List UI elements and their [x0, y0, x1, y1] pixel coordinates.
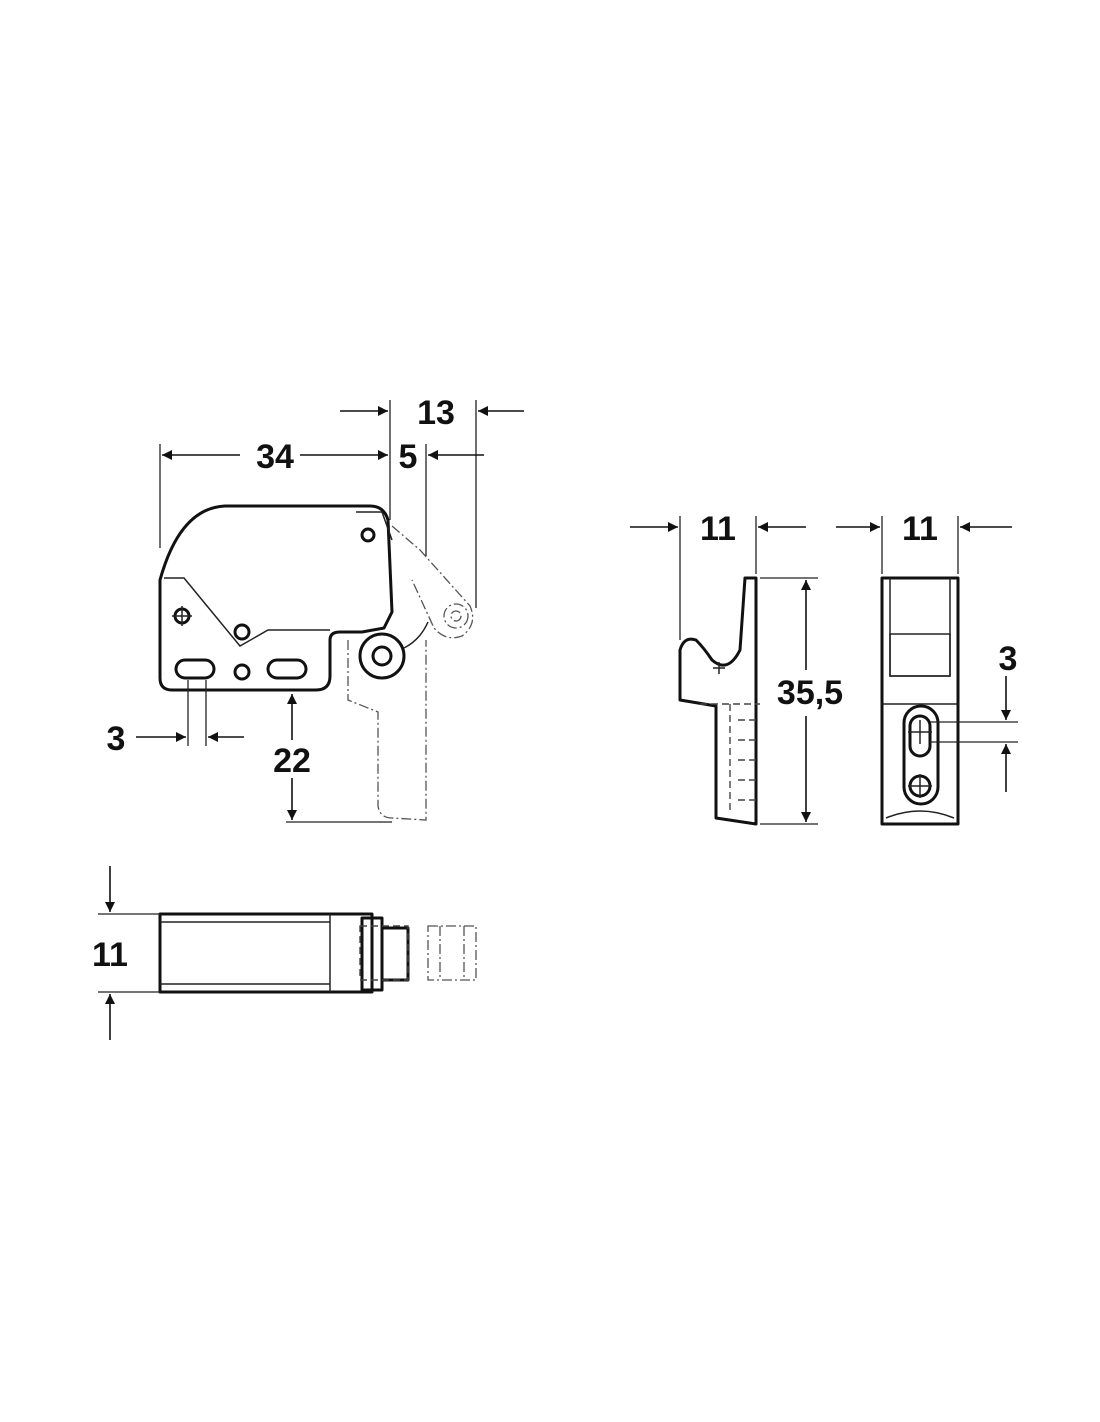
dimension-label-strike-front: 11 — [902, 510, 938, 548]
strike-phantom — [347, 640, 427, 821]
mounting-slot — [266, 658, 308, 680]
latch-body-plan — [158, 912, 374, 994]
dimension-label-length: 34 — [256, 438, 294, 476]
latch-housing — [158, 504, 394, 692]
strike-side-body — [678, 576, 758, 826]
latch-side-view: 34 5 13 3 22 — [107, 394, 524, 823]
dimension-label-slot: 3 — [107, 720, 126, 758]
roller-open-position — [427, 925, 477, 981]
strike-slot — [902, 704, 940, 806]
dimension-label-pivot: 5 — [399, 438, 418, 476]
strike-side-view: 11 35,5 — [630, 510, 843, 826]
mounting-hole — [233, 623, 251, 641]
strike-front-body — [880, 576, 960, 826]
dimension-label-height: 22 — [273, 742, 311, 780]
latch-plan-view: 11 — [92, 866, 477, 1040]
dimension-label-width: 11 — [92, 936, 128, 974]
latch-housing-edge — [164, 577, 330, 647]
rivet — [360, 527, 376, 543]
latch-roller — [358, 632, 406, 680]
dimension-label-strike-side: 11 — [700, 510, 736, 548]
strike-front-view: 11 3 — [836, 510, 1018, 826]
dimension-label-projection: 13 — [417, 394, 455, 432]
dimension-label-strike-slot: 3 — [999, 640, 1018, 678]
latch-open-position — [391, 525, 474, 639]
roller-plan — [380, 926, 410, 982]
dimension-label-strike-height: 35,5 — [777, 674, 843, 712]
mounting-slot — [174, 658, 216, 680]
mounting-hole — [233, 663, 251, 681]
